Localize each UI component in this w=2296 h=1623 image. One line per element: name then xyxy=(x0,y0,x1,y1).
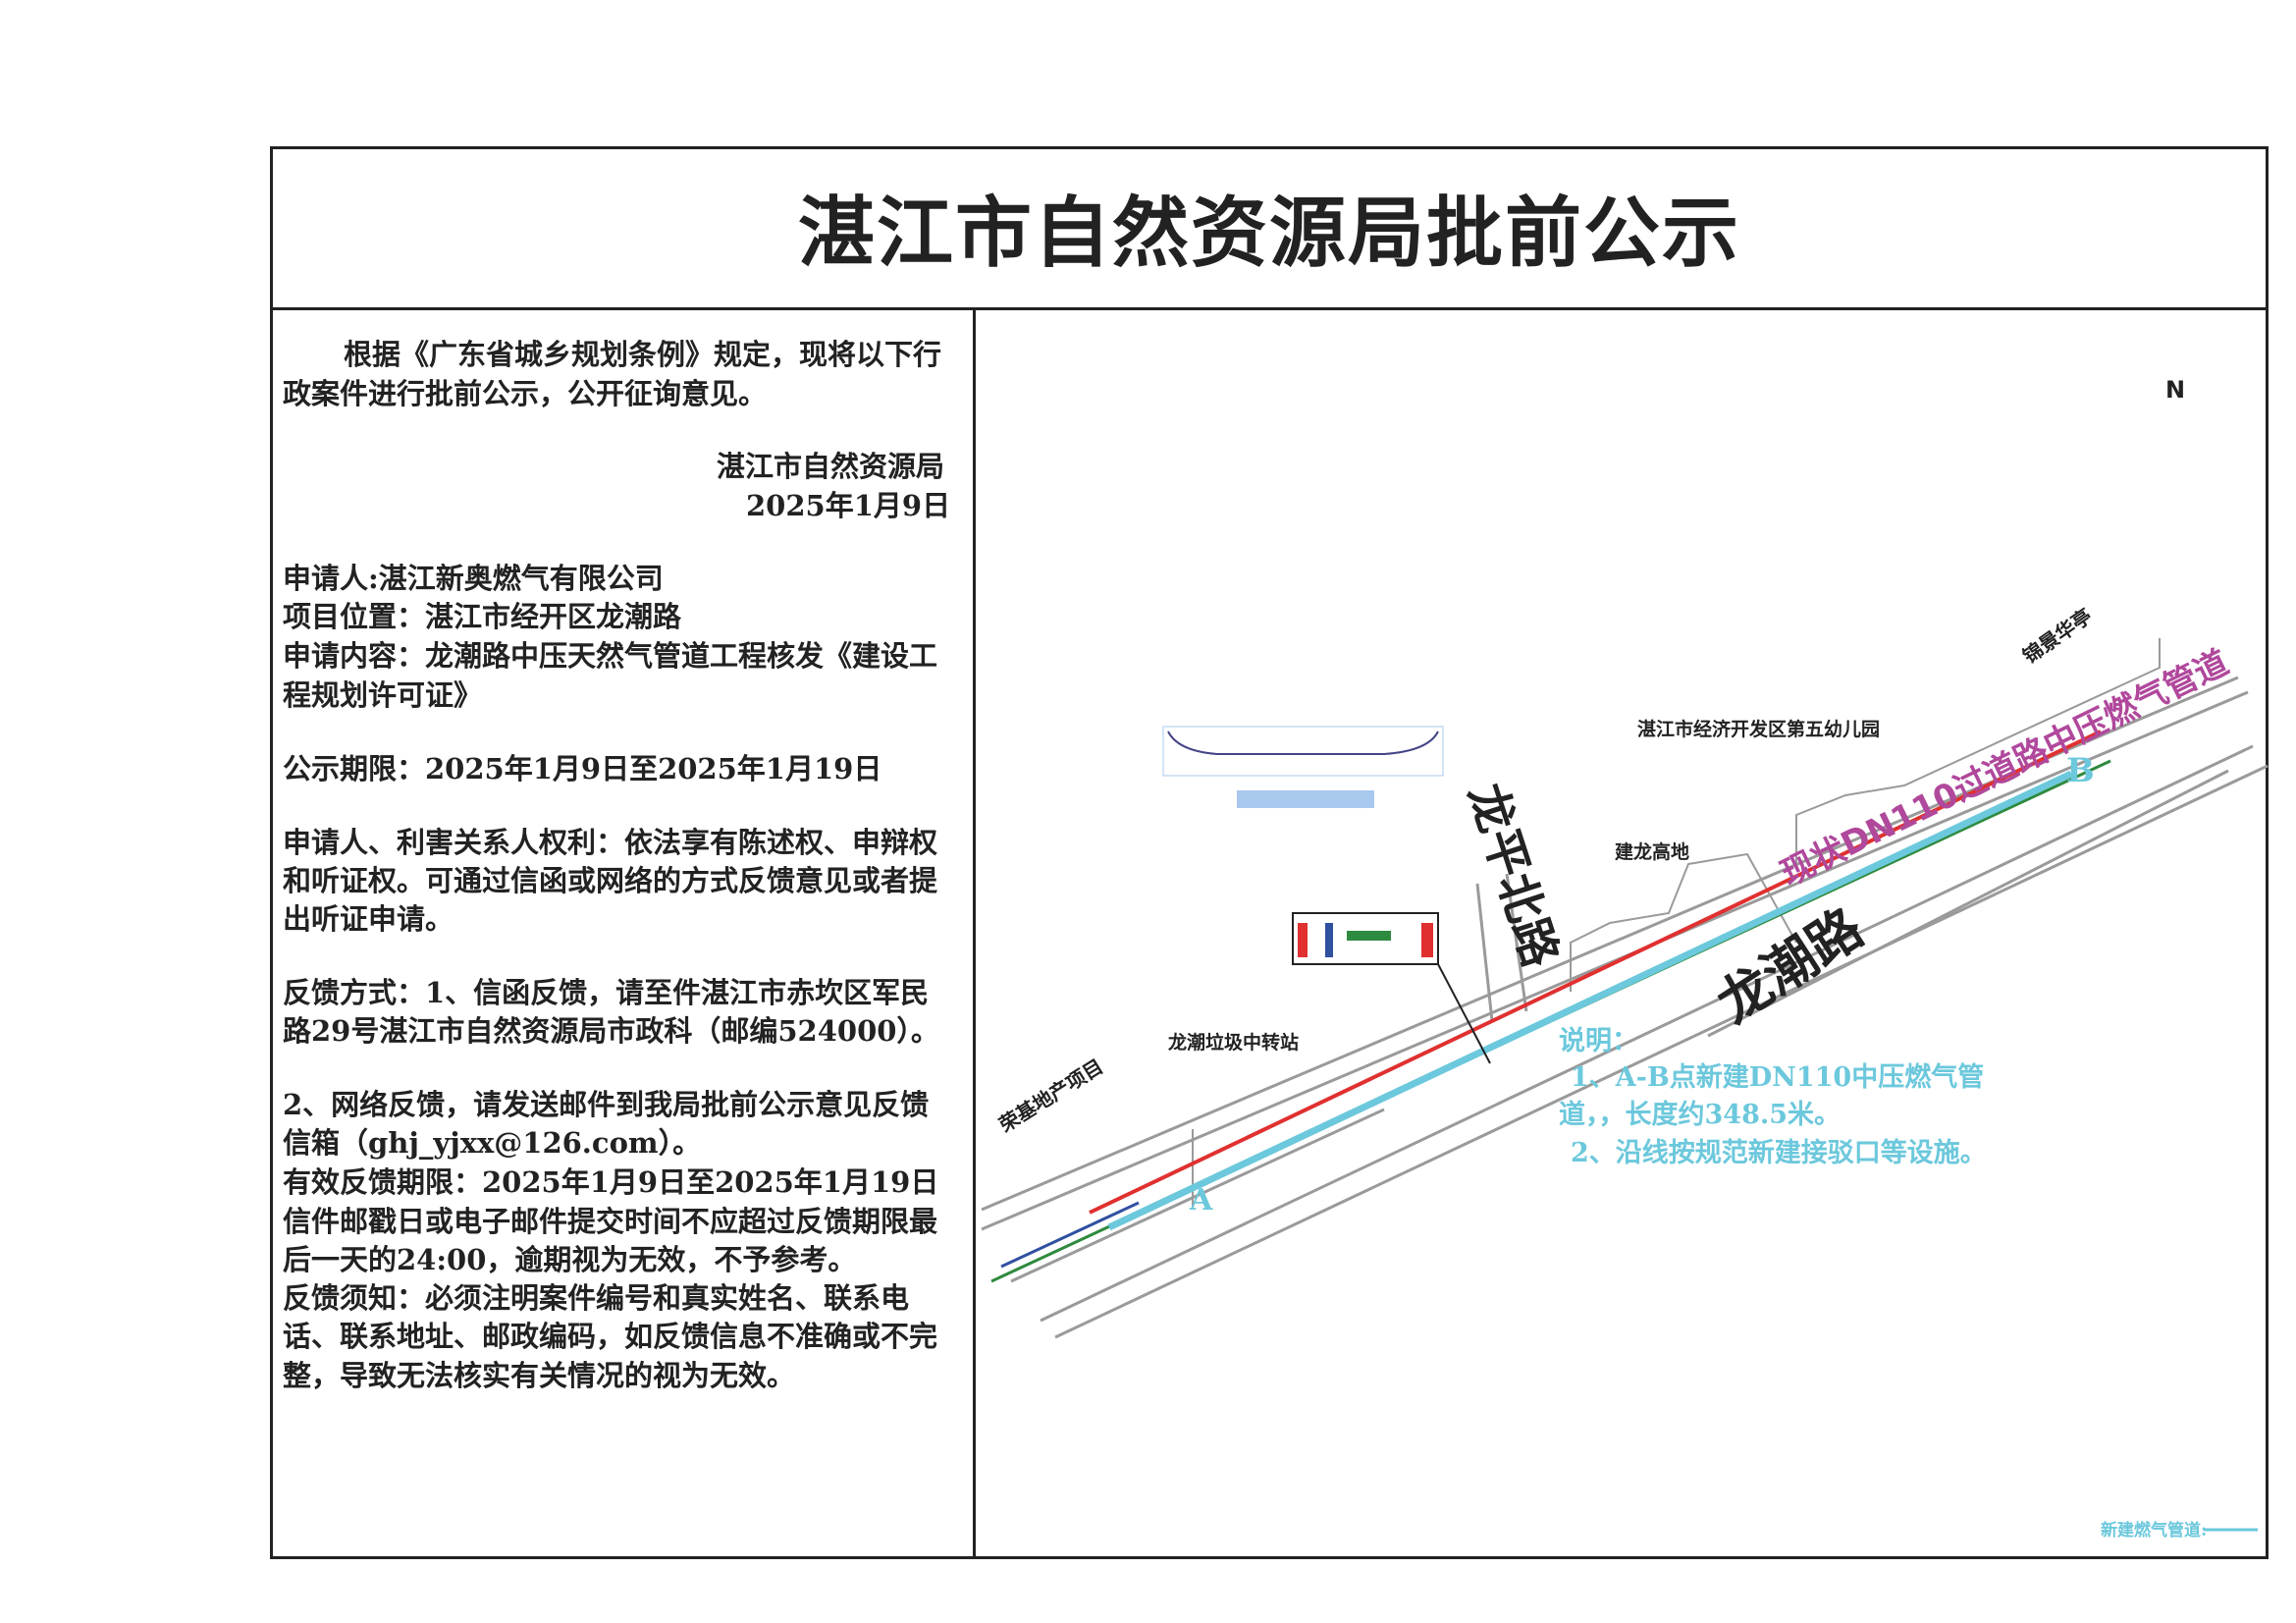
notice-text-line: 公示期限：2025年1月9日至2025年1月19日 xyxy=(283,752,882,785)
notice-text-line: 路29号湛江市自然资源局市政科（邮编524000）。 xyxy=(283,1014,939,1048)
notice-text-line: 根据《广东省城乡规划条例》规定，现将以下行 xyxy=(344,338,942,371)
blue-pipe-line xyxy=(1000,1201,1140,1269)
notice-text-line: 申请内容：龙潮路中压天然气管道工程核发《建设工 xyxy=(283,639,938,673)
notice-text-line: 申请人:湛江新奥燃气有限公司 xyxy=(283,562,664,595)
profile-caption xyxy=(1237,790,1374,808)
notice-text-line: 出听证申请。 xyxy=(283,902,454,936)
road-edge xyxy=(1054,764,2269,1339)
legend-table xyxy=(1292,912,1491,1064)
north-arrow-icon: N xyxy=(2165,376,2186,404)
point-a-marker: A xyxy=(1190,1183,1213,1217)
legend-new-pipe-label: 新建燃气管道: xyxy=(2101,1521,2208,1541)
point-b-marker: B xyxy=(2066,751,2095,790)
longping-road-edge xyxy=(1505,873,1528,1012)
building-outline xyxy=(1570,852,1797,992)
notes-item-1: 1、A-B点新建DN110中压燃气管 xyxy=(1571,1062,1985,1093)
notice-text-line: 信箱（ghj_yjxx@126.com）。 xyxy=(283,1126,702,1160)
notice-text-line: 有效反馈期限：2025年1月9日至2025年1月19日 xyxy=(283,1165,939,1199)
notice-text-line: 申请人、利害关系人权利：依法享有陈述权、申辩权 xyxy=(283,826,938,859)
road-edge xyxy=(1707,769,2229,1038)
title-row: 湛江市自然资源局批前公示 xyxy=(270,146,2269,310)
notice-text-line: 2、网络反馈，请发送邮件到我局批前公示意见反馈 xyxy=(283,1088,930,1121)
longping-road-edge xyxy=(1475,883,1494,1022)
pipelines xyxy=(990,730,2111,1283)
notice-text-line: 湛江市自然资源局 xyxy=(717,450,945,483)
notice-frame xyxy=(270,146,2269,1559)
notice-text-line: 和听证权。可通过信函或网络的方式反馈意见或者提 xyxy=(283,864,938,897)
notice-text-line: 反馈方式：1、信函反馈，请至件湛江市赤坎区军民 xyxy=(283,976,930,1009)
notes-heading: 说明： xyxy=(1559,1026,1638,1056)
label-transfer-station: 龙潮垃圾中转站 xyxy=(1168,1032,1300,1054)
road-edge xyxy=(1040,744,2254,1323)
notice-text-line: 反馈须知：必须注明案件编号和真实姓名、联系电 xyxy=(283,1281,910,1315)
label-jianlong: 建龙高地 xyxy=(1615,841,1690,863)
notice-text-line: 程规划许可证》 xyxy=(283,678,483,712)
notes-item-2: 2、沿线按规范新建接驳口等设施。 xyxy=(1571,1138,1987,1168)
notice-text-line: 信件邮戳日或电子邮件提交时间不应超过反馈期限最 xyxy=(283,1205,938,1238)
profile-chart xyxy=(1162,726,1444,808)
profile-curve xyxy=(1167,730,1439,755)
building-outline xyxy=(1795,638,2161,864)
notice-text-line: 2025年1月9日 xyxy=(746,489,951,522)
page-title: 湛江市自然资源局批前公示 xyxy=(797,189,1740,278)
profile-grid xyxy=(1162,726,1444,777)
road-edge xyxy=(1010,1108,1385,1283)
column-divider xyxy=(973,309,976,1559)
label-kindergarten: 湛江市经济开发区第五幼儿园 xyxy=(1637,719,1881,740)
leader-line xyxy=(1437,963,1491,1064)
red-pipe-line xyxy=(1089,730,2102,1215)
notice-text-line: 项目位置：湛江市经开区龙潮路 xyxy=(283,600,682,633)
notice-text-line: 整，导致无法核实有关情况的视为无效。 xyxy=(283,1359,796,1392)
notice-text-line: 话、联系地址、邮政编码，如反馈信息不准确或不完 xyxy=(283,1320,938,1353)
notice-text-line: 后一天的24:00，逾期视为无效，不予参考。 xyxy=(283,1243,857,1276)
notes-item-1-cont: 道，，长度约348.5米。 xyxy=(1559,1100,1842,1130)
notice-text-line: 政案件进行批前公示，公开征询意见。 xyxy=(283,377,768,410)
new-gas-pipe xyxy=(1107,770,2073,1231)
